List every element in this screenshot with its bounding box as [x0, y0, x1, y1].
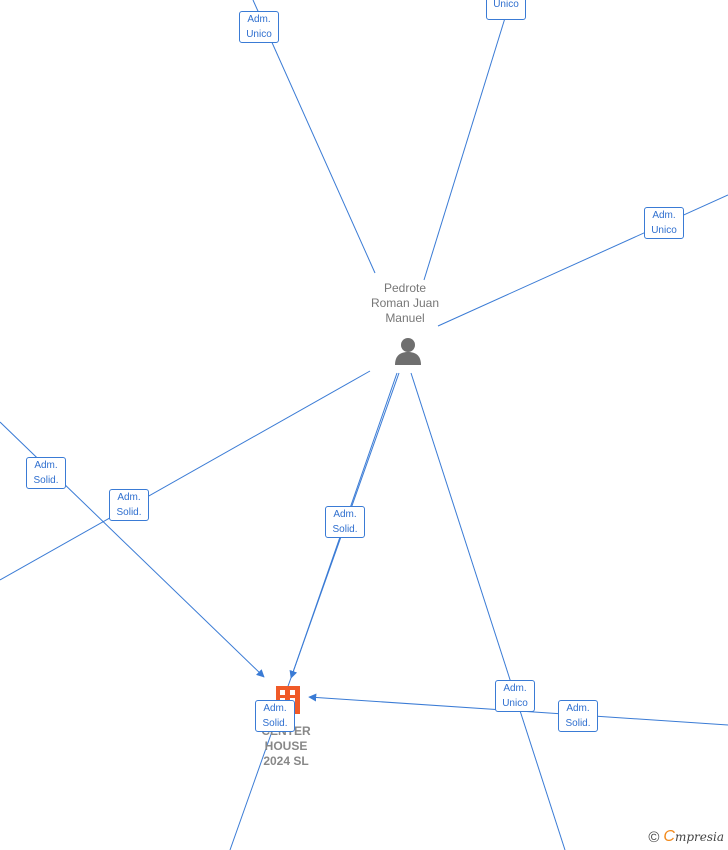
badge-line-2: Solid. — [565, 718, 591, 729]
person-name-line-1: Pedrote — [383, 281, 427, 295]
badge-line-2: Unico — [493, 0, 519, 10]
person-icon[interactable] — [393, 336, 423, 366]
badge-line-1: Adm. — [117, 492, 141, 503]
edge-person-bottom-right — [410, 372, 566, 850]
badge-line-1: Adm. — [566, 703, 590, 714]
badge-line-2: Solid. — [33, 475, 59, 486]
badge-line-1: Adm. — [263, 703, 287, 714]
edge-person-left — [0, 370, 371, 581]
brand-logo: Cmpresia — [663, 828, 724, 846]
badge-line-1: Adm. — [247, 14, 271, 25]
badge-line-2: Solid. — [116, 507, 142, 518]
person-label[interactable]: Pedrote Roman Juan Manuel — [355, 281, 455, 326]
edge-person-top — [423, 17, 506, 281]
role-badge[interactable]: Adm. Solid. — [558, 700, 598, 732]
role-badge[interactable]: Adm. Solid. — [109, 489, 149, 521]
badge-line-2: Unico — [651, 225, 677, 236]
edge-person-right — [437, 194, 728, 327]
role-badge[interactable]: Adm. Solid. — [325, 506, 365, 538]
person-name-line-3: Manuel — [385, 311, 425, 325]
badge-line-1: Adm. — [652, 210, 676, 221]
edge-person-bottom-left — [229, 372, 400, 850]
badge-line-2: Solid. — [262, 718, 288, 729]
brand-name: mpresia — [674, 830, 724, 844]
badge-line-1: Adm. — [333, 509, 357, 520]
company-name-line-2: HOUSE — [264, 739, 308, 753]
badge-line-2: Solid. — [332, 524, 358, 535]
role-badge[interactable]: Adm. Unico — [495, 680, 535, 712]
brand-watermark: © Cmpresia — [648, 828, 724, 846]
role-badge[interactable]: Adm. Unico — [644, 207, 684, 239]
badge-line-2: Unico — [246, 29, 272, 40]
role-badge[interactable]: Adm. Solid. — [26, 457, 66, 489]
role-badge[interactable]: Adm. Unico — [239, 11, 279, 43]
brand-initial: C — [663, 828, 675, 845]
role-badge[interactable]: Unico — [486, 0, 526, 20]
badge-line-2: Unico — [502, 698, 528, 709]
badge-line-1: Adm. — [34, 460, 58, 471]
badge-line-1: Adm. — [503, 683, 527, 694]
person-name-line-2: Roman Juan — [370, 296, 440, 310]
edge-person-top-left — [252, 0, 376, 274]
role-badge[interactable]: Adm. Solid. — [255, 700, 295, 732]
copyright-symbol: © — [648, 828, 660, 846]
company-name-line-3: 2024 SL — [263, 754, 309, 768]
